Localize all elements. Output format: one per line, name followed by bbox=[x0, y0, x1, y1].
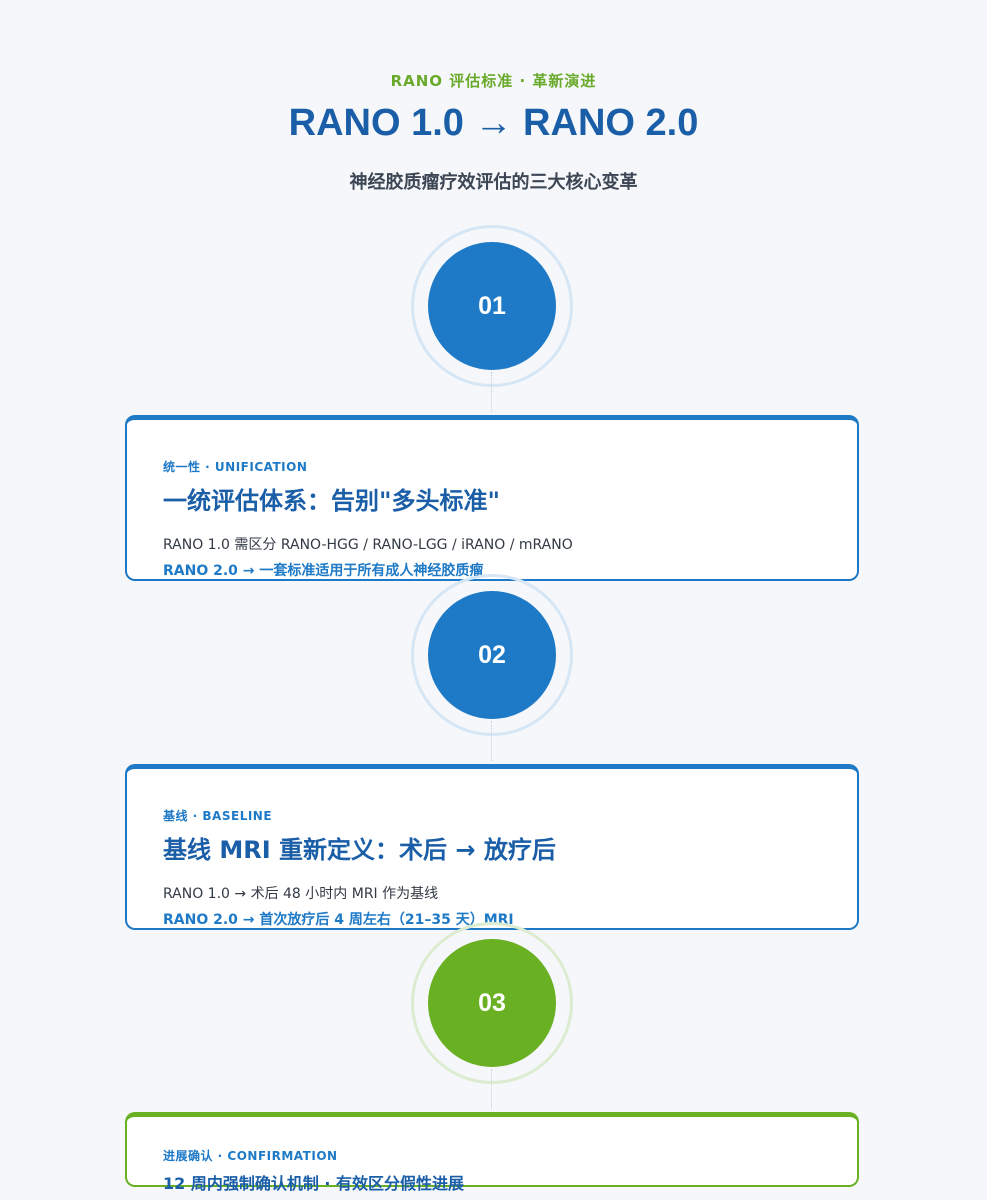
step-01-badge-ring bbox=[411, 225, 573, 387]
step-01-tag: 统一性 · UNIFICATION bbox=[163, 460, 308, 474]
step-03-badge-ring bbox=[411, 922, 573, 1084]
connector-line bbox=[491, 1069, 492, 1109]
connector-line bbox=[491, 721, 492, 761]
step-03-tag: 进展确认 · CONFIRMATION bbox=[163, 1149, 338, 1163]
step-02-rano2-text: RANO 2.0 → 首次放疗后 4 周左右（21–35 天）MRI bbox=[163, 912, 514, 928]
step-01-rano2-text: RANO 2.0 → 一套标准适用于所有成人神经胶质瘤 bbox=[163, 563, 484, 579]
step-03-badge: 03 bbox=[428, 939, 556, 1067]
step-02-title: 基线 MRI 重新定义：术后 → 放疗后 bbox=[163, 836, 556, 864]
step-02-badge: 02 bbox=[428, 591, 556, 719]
step-01-badge: 01 bbox=[428, 242, 556, 370]
page-title: RANO 1.0 → RANO 2.0 bbox=[288, 102, 699, 144]
step-02-tag: 基线 · BASELINE bbox=[163, 809, 273, 823]
step-01-card: 统一性 · UNIFICATION 一统评估体系：告别"多头标准" RANO 1… bbox=[125, 415, 859, 581]
step-03-title: 12 周内强制确认机制 · 有效区分假性进展 bbox=[163, 1174, 465, 1193]
step-02-badge-ring bbox=[411, 574, 573, 736]
step-03-card: 进展确认 · CONFIRMATION 12 周内强制确认机制 · 有效区分假性… bbox=[125, 1112, 859, 1193]
page-subtitle: 神经胶质瘤疗效评估的三大核心变革 bbox=[349, 172, 638, 193]
step-01-rano1-text: RANO 1.0 需区分 RANO-HGG / RANO-LGG / iRANO… bbox=[163, 537, 573, 553]
step-01-title: 一统评估体系：告别"多头标准" bbox=[163, 487, 501, 515]
eyebrow-label: RANO 评估标准 · 革新演进 bbox=[390, 72, 597, 90]
connector-line bbox=[491, 372, 492, 412]
step-02-card: 基线 · BASELINE 基线 MRI 重新定义：术后 → 放疗后 RANO … bbox=[125, 764, 859, 930]
step-02-rano1-text: RANO 1.0 → 术后 48 小时内 MRI 作为基线 bbox=[163, 886, 439, 902]
